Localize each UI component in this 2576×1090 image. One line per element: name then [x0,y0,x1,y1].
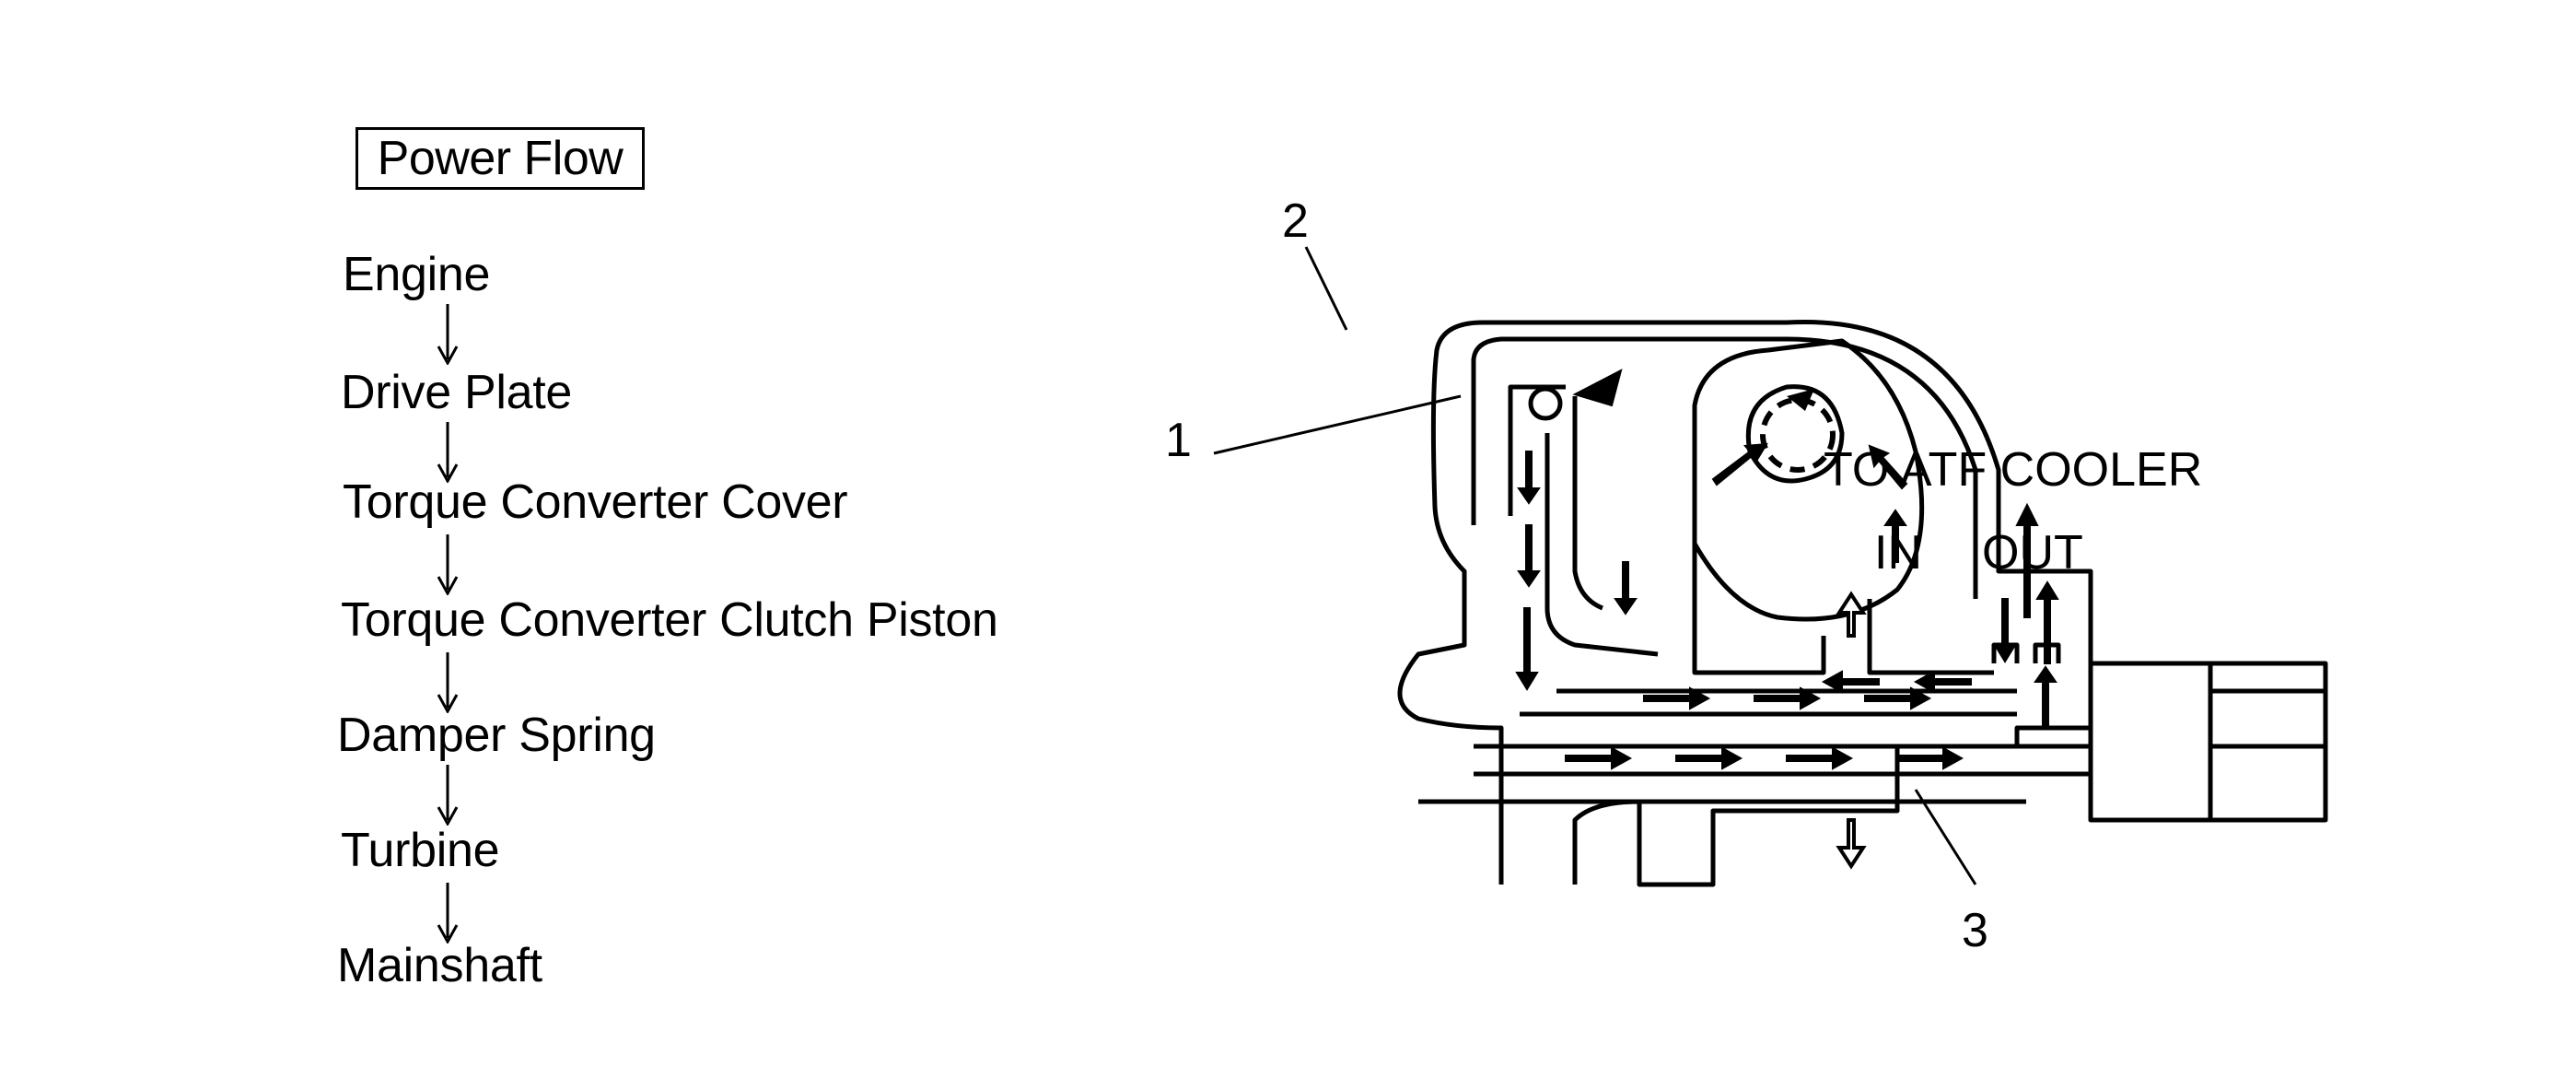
callout-3-label: 3 [1962,904,1988,957]
stator-ring [1745,384,1845,484]
hollow-down-arrow-icon [1836,818,1867,870]
cooler-out-arrow-icon [2035,580,2059,664]
converter-cross-section [1213,246,2328,887]
fluid-flow-arrows [1515,369,2059,770]
down-arrow-icon [437,652,459,713]
torque-converter-diagram: 1 2 3 TO ATF COOLER IN OUT [1142,175,2524,1087]
circulation-arrows [1760,397,1836,473]
callout-1-label: 1 [1165,414,1192,467]
flow-arrow-icon [1643,686,1711,710]
down-arrow-icon [437,534,459,595]
power-flow-panel: Power Flow Engine Drive Plate Torque Con… [0,0,1151,1090]
callout-2-leader [1304,246,1348,331]
flow-arrow-icon [1517,451,1541,505]
circulation-arrow-head-icon [1787,389,1814,411]
cooler-in-label: IN [1874,526,1922,580]
flow-arrow-icon [1883,509,1907,563]
down-arrow-icon [437,304,459,365]
callout-leaders [1213,246,1977,885]
callout-3-leader [1914,789,1977,885]
flow-step-drive-plate: Drive Plate [341,366,573,419]
flow-arrow-icon [1754,686,1822,710]
flow-arrow-icon [1675,746,1743,770]
cooler-in-arrow-icon [1993,598,2017,663]
cover-inner-line [1508,384,1566,516]
flow-arrow-icon [1711,442,1768,486]
down-arrow-icon [437,883,459,943]
hollow-up-arrow-icon [1836,591,1867,638]
housing-inner-outline [1471,336,1978,599]
callout-1-leader [1213,394,1462,455]
flow-step-damper-spring: Damper Spring [337,709,656,762]
flow-arrow-icon [1515,607,1539,691]
flow-step-mainshaft: Mainshaft [337,939,542,992]
flow-step-engine: Engine [343,248,491,301]
callout-2-label: 2 [1282,194,1309,248]
flow-arrow-icon [1896,746,1964,770]
cooler-up-arrow-icon [2015,502,2039,618]
flow-step-turbine: Turbine [341,824,500,877]
flow-arrow-icon [1864,686,1932,710]
inner-passage-right [1867,599,1994,675]
flow-step-clutch-piston: Torque Converter Clutch Piston [341,593,998,647]
to-atf-cooler-label: TO ATF COOLER [1824,443,2203,497]
flow-step-torque-converter-cover: Torque Converter Cover [343,475,848,529]
power-flow-title: Power Flow [356,127,645,190]
flow-arrow-icon [1786,746,1854,770]
flow-arrow-icon [1821,670,1880,694]
inner-passage-left [1692,544,1826,675]
flow-arrow-icon [1572,369,1623,407]
hollow-flow-arrows [1836,591,1867,870]
down-arrow-icon [437,765,459,826]
cooler-out-label: OUT [1982,526,2083,580]
lockup-passage [1544,433,1659,657]
flow-arrow-icon [2034,665,2057,729]
flow-arrow-icon [1868,444,1908,490]
flow-arrow-icon [1565,746,1633,770]
flow-arrow-icon [1614,561,1638,615]
damper-spring-circle [1528,386,1563,421]
down-arrow-icon [437,422,459,483]
flow-arrow-icon [1913,670,1972,694]
clutch-piston [1572,396,1604,611]
flow-arrow-icon [1517,524,1541,588]
